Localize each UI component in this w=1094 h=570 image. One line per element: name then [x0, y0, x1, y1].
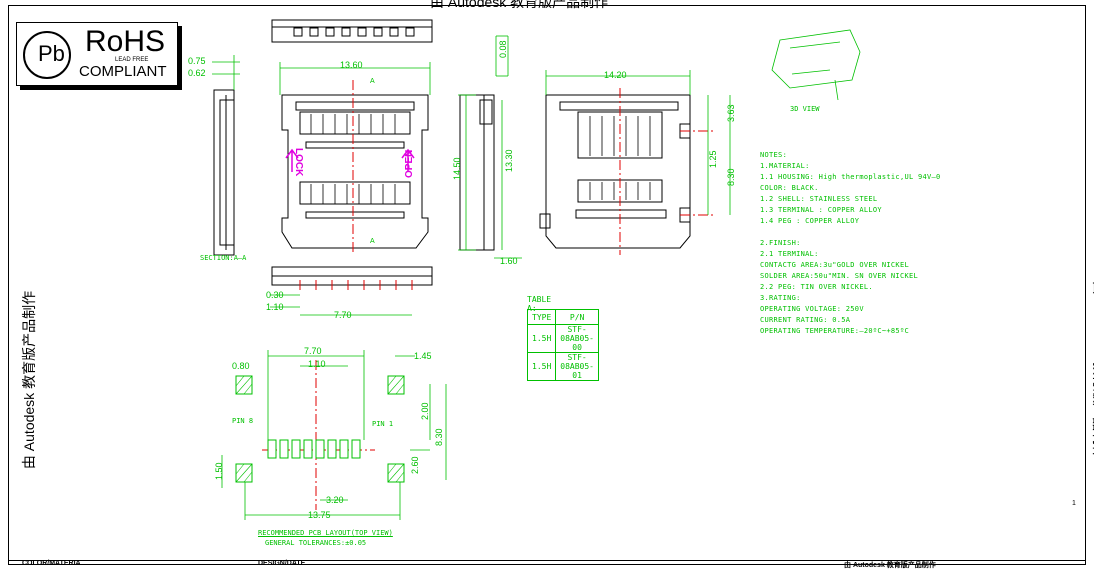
note-line: CURRENT RATING: 0.5A: [760, 316, 851, 324]
table-cell: 1.5H: [526, 324, 557, 353]
dim-160: 1.60: [500, 256, 518, 266]
pcb-dim-320: 3.20: [326, 495, 344, 505]
footer-mid: DESIGN/DATE: [258, 560, 306, 567]
note-line: 1.MATERIAL:: [760, 162, 810, 170]
pin-8-label: PIN 8: [232, 417, 254, 425]
note-line: 2.2 PEG: TIN OVER NICKEL.: [760, 283, 873, 291]
lead-free-icon: Pb: [23, 31, 71, 79]
open-label: OPEN: [404, 149, 415, 178]
pcb-dim-830: 8.30: [434, 428, 444, 446]
note-line: OPERATING TEMPERATURE:—20ºC~+85ºC: [760, 327, 909, 335]
dim-1420: 14.20: [604, 70, 627, 80]
pcb-dim-770: 7.70: [304, 346, 322, 356]
note-line: COLOR: BLACK.: [760, 184, 819, 192]
section-mark-bottom: A: [370, 238, 375, 245]
note-line: 3.RATING:: [760, 294, 801, 302]
footer-left: COLOR/MATERIA: [22, 560, 81, 567]
note-line: 1.3 TERMINAL : COPPER ALLOY: [760, 206, 882, 214]
dim-363: 3.63: [726, 104, 736, 122]
table-a-grid: TYPE P/N 1.5H STF-08AB05-00 1.5H STF-08A…: [526, 309, 599, 381]
page-number: 1: [1072, 500, 1076, 507]
dim-1360: 13.60: [340, 60, 363, 70]
section-mark-top: A: [370, 78, 375, 85]
note-line: 1.2 SHELL: STAINLESS STEEL: [760, 195, 878, 203]
note-line: CONTACTG AREA:3u"GOLD OVER NICKEL: [760, 261, 909, 269]
lock-label: LOCK: [293, 148, 304, 177]
rohs-badge: Pb RoHS LEAD FREE COMPLIANT: [16, 22, 178, 86]
rohs-subtitle: COMPLIANT: [79, 63, 167, 80]
dim-062: 0.62: [188, 68, 206, 78]
table-cell: STF-08AB05-01: [555, 352, 599, 381]
dim-125: 1.25: [708, 150, 718, 168]
dim-1450: 14.50: [452, 157, 462, 180]
pcb-tolerance: GENERAL TOLERANCES:±0.05: [265, 539, 367, 547]
notes-block: NOTES: 1.MATERIAL: 1.1 HOUSING: High the…: [760, 150, 941, 337]
footer-right: 由 Autodesk 教育版产品制作: [844, 562, 936, 569]
dim-110: 1.10: [266, 302, 284, 312]
watermark-top: 由 Autodesk 教育版产品制作: [430, 0, 609, 10]
pcb-dim-200: 2.00: [420, 402, 430, 420]
pcb-dim-1375: 13.75: [308, 510, 331, 520]
note-line: SOLDER AREA:50u"MIN. SN OVER NICKEL: [760, 272, 919, 280]
note-line: 2.FINISH:: [760, 239, 801, 247]
dim-030: 0.30: [266, 290, 284, 300]
dim-830: 8.30: [726, 168, 736, 186]
pcb-dim-150: 1.50: [214, 462, 224, 480]
drawing-frame: [8, 5, 1086, 565]
note-line: 1.1 HOUSING: High thermoplastic,UL 94V—0: [760, 173, 941, 181]
dim-075: 0.75: [188, 56, 206, 66]
table-cell: STF-08AB05-00: [555, 324, 599, 353]
table-header-cell: P/N: [555, 309, 599, 325]
note-line: [760, 227, 941, 238]
pcb-dim-080: 0.80: [232, 361, 250, 371]
dim-008: 0.08: [498, 40, 508, 58]
pcb-dim-110: 1.10: [308, 359, 326, 369]
table-row: 1.5H STF-08AB05-01: [526, 352, 599, 381]
note-line: NOTES:: [760, 151, 788, 159]
table-header-row: TYPE P/N: [526, 309, 599, 325]
view-3d-label: 3D VIEW: [790, 105, 820, 113]
pin-1-label: PIN 1: [372, 420, 394, 428]
pcb-caption: RECOMMENDED PCB LAYOUT(TOP VIEW): [258, 529, 393, 537]
pcb-dim-145: 1.45: [414, 351, 432, 361]
note-line: 1.4 PEG : COPPER ALLOY: [760, 217, 860, 225]
table-cell: 1.5H: [526, 352, 557, 381]
table-header-cell: TYPE: [526, 309, 557, 325]
dim-770: 7.70: [334, 310, 352, 320]
rohs-small: LEAD FREE: [115, 57, 149, 63]
table-a-caption: TABLE A:: [527, 295, 552, 313]
table-row: 1.5H STF-08AB05-00: [526, 324, 599, 353]
section-label: SECTION:A—A: [200, 254, 247, 262]
rohs-title: RoHS: [85, 25, 166, 58]
note-line: OPERATING VOLTAGE: 250V: [760, 305, 864, 313]
note-line: 2.1 TERMINAL:: [760, 250, 819, 258]
dim-1330: 13.30: [504, 149, 514, 172]
title-block-strip: COLOR/MATERIA DESIGN/DATE 由 Autodesk 教育版…: [8, 560, 1086, 569]
pcb-dim-260: 2.60: [410, 456, 420, 474]
